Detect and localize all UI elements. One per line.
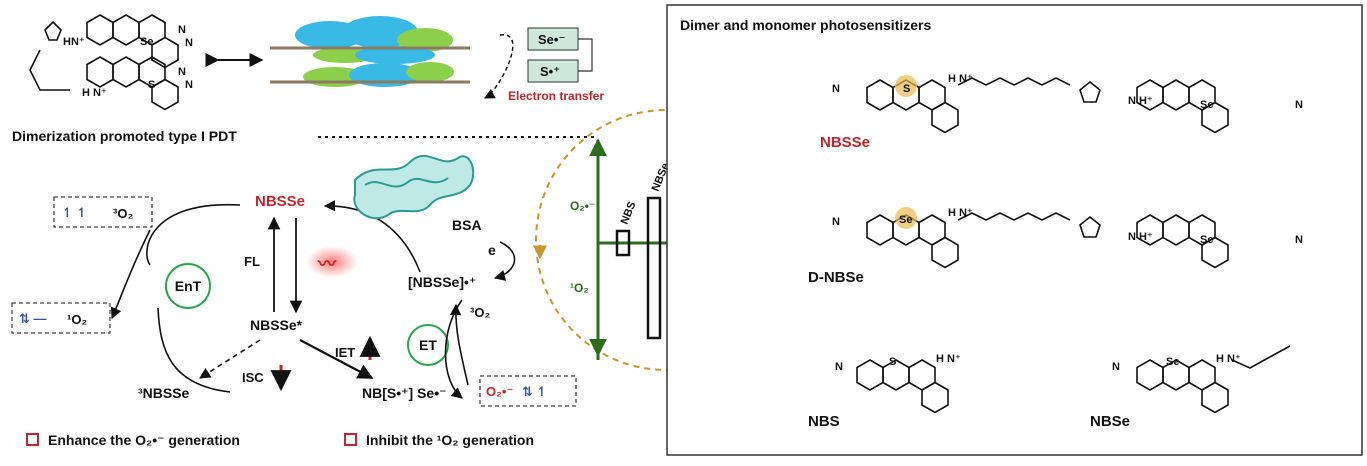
triplet-nbsse-label: ³NBSSe xyxy=(138,385,190,401)
atom-label: Se xyxy=(1200,234,1213,246)
spin-pair-up-icon: ⇅ ↿ xyxy=(522,384,547,399)
atom-label: N xyxy=(832,83,840,95)
et-circle xyxy=(407,324,449,366)
legend: Enhance the O₂•⁻ generation Inhibit the … xyxy=(26,432,534,448)
atom-label: N xyxy=(185,37,193,49)
singlet-axis-label: ¹O₂ xyxy=(570,281,589,295)
spin-pair-icon: ⇅ — xyxy=(19,311,47,326)
orbital-image xyxy=(270,16,470,87)
bar-nbse xyxy=(646,196,662,340)
et-label: ET xyxy=(419,337,437,353)
atom-label: N xyxy=(1295,99,1303,111)
light-glow xyxy=(306,246,358,278)
se-radical-label: Se•⁻ xyxy=(538,32,565,47)
electron-transfer-label: Electron transfer xyxy=(508,89,604,103)
nbs-structure: S N H N⁺ NBS xyxy=(808,353,961,430)
bar-label: NBS xyxy=(619,200,639,226)
legend-inhibit: Inhibit the ¹O₂ generation xyxy=(366,432,534,448)
superoxide-axis-label: O₂•⁻ xyxy=(570,199,595,213)
d-nbse-structure: Se Se N N H N⁺ N H⁺ D-NBSe xyxy=(808,207,1303,286)
panel-frame xyxy=(666,4,1363,456)
atom-label: N xyxy=(1112,361,1120,373)
atom-label: N xyxy=(185,79,193,91)
s-radical-label: S•⁺ xyxy=(540,64,560,79)
photosensitizer-panel: Dimer and monomer photosensitizers S Se … xyxy=(666,4,1363,456)
panel-title: Dimer and monomer photosensitizers xyxy=(680,17,931,33)
superoxide-label: O₂•⁻ xyxy=(486,384,513,399)
atom-label: N xyxy=(835,361,843,373)
radical-pair-label: NB[S•⁺] Se•⁻ xyxy=(362,385,446,401)
ent-label: EnT xyxy=(175,278,202,294)
atom-label: H N⁺ xyxy=(1216,353,1241,365)
nbsse-cation-label: [NBSSe]•⁺ xyxy=(408,274,476,290)
ent-arc-bottom xyxy=(157,307,231,393)
atom-label: S xyxy=(889,356,896,368)
singlet-o2-box xyxy=(11,302,111,334)
nbsse-excited-label: NBSSe* xyxy=(250,317,303,333)
mechanism-diagram: ↿ ↿ ³O₂ ⇅ — ¹O₂ EnT NBSSe FL 〰 NBSSe* ³N… xyxy=(11,155,577,407)
bsa-protein-image xyxy=(353,155,475,220)
isc-label: ISC xyxy=(242,370,264,385)
nbse-name: NBSe xyxy=(1090,413,1130,430)
atom-label: Se xyxy=(1200,99,1213,111)
atom-label: H N⁺ xyxy=(948,207,973,219)
atom-label: Se xyxy=(899,214,912,226)
dimer-structure-top: HN⁺ H N⁺ Se S N N N N xyxy=(29,15,193,110)
triplet-o2-label: ³O₂ xyxy=(113,206,133,221)
singlet-o2-label: ¹O₂ xyxy=(67,312,87,327)
iet-label: IET xyxy=(335,345,355,360)
isc-arrow xyxy=(199,339,261,379)
et-return-arc xyxy=(450,303,469,386)
atom-label: S xyxy=(903,83,910,95)
atom-label: N xyxy=(178,24,186,36)
light-squiggle-icon: 〰 xyxy=(317,254,337,274)
atom-label: Se xyxy=(1166,356,1179,368)
atom-label: N H⁺ xyxy=(1128,231,1153,243)
legend-enhance: Enhance the O₂•⁻ generation xyxy=(48,432,240,448)
bsa-electron-arrow xyxy=(493,241,516,281)
atom-label: N xyxy=(832,216,840,228)
legend-marker xyxy=(344,433,357,446)
nbsse-label: NBSSe xyxy=(255,193,305,210)
ent-circle xyxy=(165,263,211,309)
triplet-o2-box xyxy=(53,196,153,228)
triazole-ring-small xyxy=(44,20,62,41)
atom-label: N xyxy=(1295,234,1303,246)
nbsse-structure: S Se N N H N⁺ N H⁺ NBSSe xyxy=(820,73,1303,151)
atom-label: N xyxy=(178,66,186,78)
atom-label: H N⁺ xyxy=(948,73,973,85)
atom-label: HN⁺ xyxy=(63,36,85,48)
nbs-name: NBS xyxy=(808,413,840,430)
section-title: Dimerization promoted type I PDT xyxy=(12,128,237,144)
atom-label: Se xyxy=(140,36,153,48)
atom-label: S xyxy=(148,79,155,91)
atom-label: N H⁺ xyxy=(1128,95,1153,107)
ent-arc-out xyxy=(110,229,151,320)
fl-label: FL xyxy=(244,254,260,269)
legend-marker xyxy=(26,433,39,446)
electron-label: e xyxy=(488,242,496,258)
triplet-o2-et-label: ³O₂ xyxy=(470,305,490,320)
iet-arrow xyxy=(299,339,374,379)
atom-label: H N⁺ xyxy=(82,87,107,99)
nbse-structure: Se N H N⁺ NBSe xyxy=(1090,345,1291,430)
bsa-label: BSA xyxy=(452,217,482,233)
nbsse-name: NBSSe xyxy=(820,134,870,151)
ent-arc-top xyxy=(146,203,241,266)
electron-transfer-box: Se•⁻ S•⁺ Electron transfer xyxy=(484,27,604,103)
atom-label: H N⁺ xyxy=(936,353,961,365)
bar-nbs xyxy=(615,229,631,257)
spin-up-up-icon: ↿ ↿ xyxy=(62,205,87,220)
d-nbse-name: D-NBSe xyxy=(808,269,864,286)
